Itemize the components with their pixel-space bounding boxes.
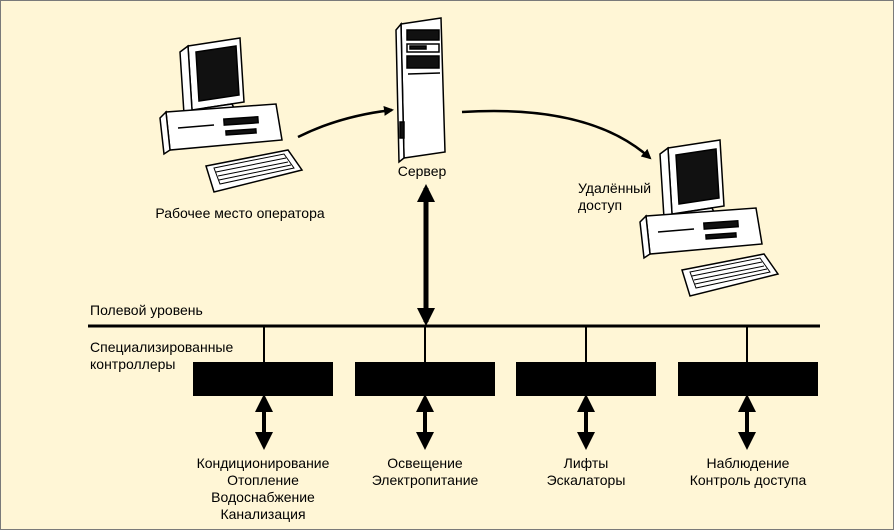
arrow-server-to-remote: [461, 109, 652, 160]
subsystem-label-security: Наблюдение Контроль доступа: [690, 455, 807, 489]
controllers-level-label-line-1: Специализированные: [90, 339, 234, 355]
remote-computer-icon: [639, 139, 780, 297]
controller-block-4: [678, 362, 818, 396]
remote-access-label-line-2: доступ: [578, 197, 623, 213]
remote-access-label-line-1: Удалённый: [578, 180, 652, 196]
arrow-operator-to-server: [297, 105, 394, 139]
operator-computer-icon: [159, 37, 304, 193]
subsystem-hvac-line-1: Кондиционирование: [196, 455, 330, 471]
controllers-level-label-line-2: контроллеры: [90, 356, 176, 372]
subsystem-security-line-1: Наблюдение: [706, 455, 790, 471]
field-level-label: Полевой уровень: [90, 302, 203, 318]
subsystem-lighting-line-2: Электропитание: [371, 472, 479, 488]
subsystem-lifts-line-2: Эскалаторы: [546, 472, 626, 488]
controllers-level-label: Специализированные контроллеры: [90, 339, 233, 373]
subsystem-hvac-line-2: Отопление: [227, 472, 299, 488]
subsystem-security-line-2: Контроль доступа: [689, 472, 807, 488]
controller-block-2: [355, 362, 495, 396]
server-label: Сервер: [397, 163, 447, 179]
subsystem-lifts-line-1: Лифты: [563, 455, 609, 471]
subsystem-lighting-line-1: Освещение: [387, 455, 463, 471]
server-tower-icon: [395, 17, 446, 164]
controller-block-3: [516, 362, 656, 396]
controller-block-1: [193, 362, 333, 396]
remote-access-label: Удалённый доступ: [578, 180, 651, 214]
subsystem-hvac-line-3: Водоснабжение: [211, 489, 315, 505]
subsystem-label-lighting: Освещение Электропитание: [372, 455, 479, 489]
subsystem-label-hvac: Кондиционирование Отопление Водоснабжени…: [197, 455, 330, 523]
operator-workstation-label: Рабочее место оператора: [155, 205, 325, 221]
subsystem-hvac-line-4: Канализация: [220, 506, 306, 522]
subsystem-label-lifts: Лифты Эскалаторы: [547, 455, 626, 489]
